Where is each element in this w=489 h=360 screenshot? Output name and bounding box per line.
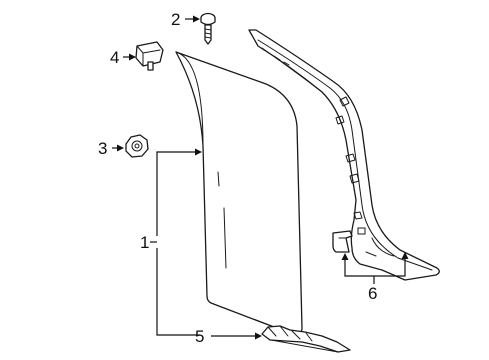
- callout-2: 2: [171, 10, 180, 29]
- pillar-trim-part-6: [248, 29, 440, 281]
- trim-panel-part-1: [175, 51, 303, 336]
- callout-6: 6: [368, 284, 377, 303]
- callout-5: 5: [195, 327, 204, 346]
- callout-4: 4: [110, 48, 119, 67]
- callout-1: 1: [140, 233, 149, 252]
- leader-lines: [112, 15, 409, 340]
- arrowhead-4: [129, 53, 136, 61]
- leader-1: [156, 151, 195, 236]
- arrowhead-6-pillar: [401, 252, 409, 259]
- leader-1-lower: [156, 248, 200, 336]
- arrowhead-6-clip: [341, 253, 349, 260]
- arrowhead-2: [193, 15, 200, 23]
- arrowhead-5: [255, 332, 262, 340]
- arrowhead-3: [117, 144, 124, 152]
- callout-3: 3: [98, 139, 107, 158]
- push-nut-part-3: [125, 134, 149, 158]
- retainer-clip-part-4: [135, 41, 164, 71]
- screw-part-2: [200, 12, 216, 45]
- arrowhead-1-panel: [195, 148, 202, 156]
- leader-6: [344, 258, 406, 277]
- bracket-part-5: [261, 325, 351, 353]
- clip-part-6: [332, 230, 353, 253]
